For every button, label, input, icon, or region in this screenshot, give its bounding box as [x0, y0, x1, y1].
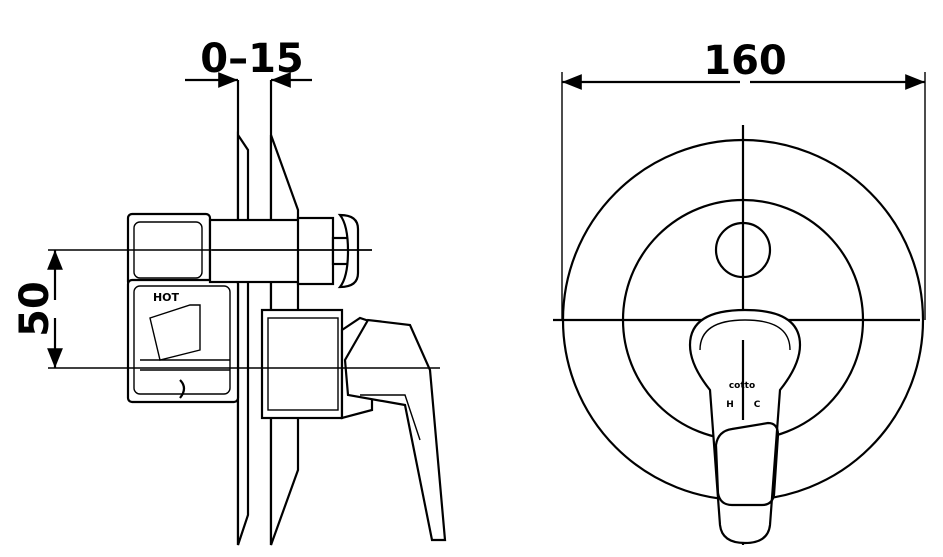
- cold-symbol: C: [754, 400, 761, 410]
- valve-body: HOT: [126, 212, 240, 404]
- dimension-wall-depth: 0–15: [185, 36, 312, 88]
- dimension-wall-depth-label: 0–15: [200, 36, 304, 82]
- mixer-handle-front: cotto H C: [688, 308, 802, 545]
- back-plate: [236, 131, 250, 546]
- diverter-knob: [208, 213, 372, 289]
- front-view: 160 cotto H C: [553, 38, 926, 545]
- mixer-handle-side: [260, 308, 447, 542]
- dimension-inlet-spacing-label: 50: [12, 281, 58, 337]
- dimension-cover-diameter: 160: [561, 38, 926, 320]
- side-view: 0–15 HOT: [12, 36, 447, 546]
- dimension-cover-diameter-label: 160: [703, 38, 787, 84]
- hot-marking: HOT: [153, 291, 180, 304]
- dimension-inlet-spacing: 50: [12, 249, 440, 369]
- brand-logo: cotto: [729, 381, 755, 391]
- hot-symbol: H: [726, 400, 734, 410]
